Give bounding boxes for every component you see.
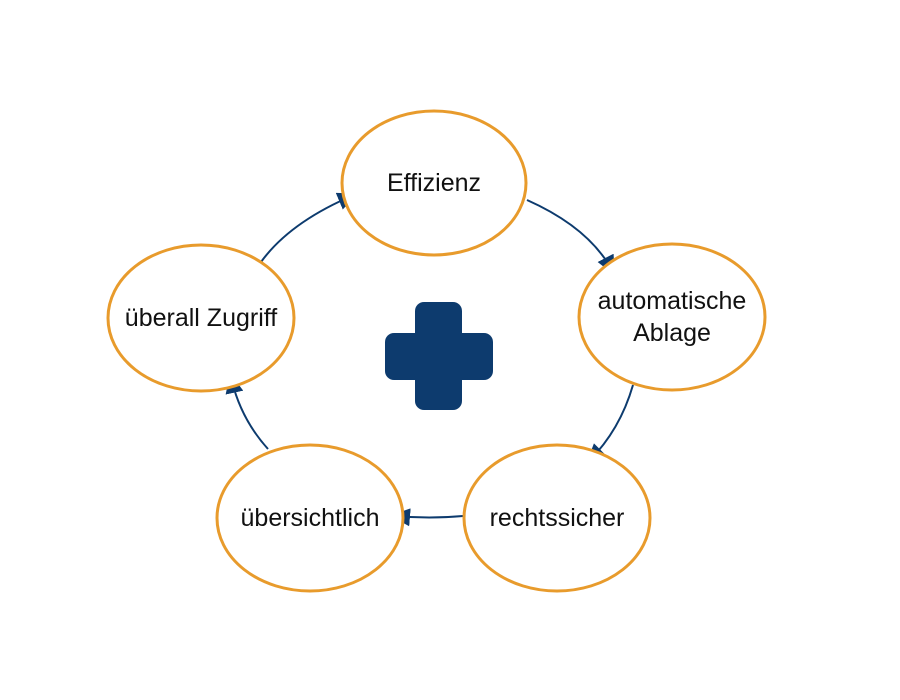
node-uebersichtlich: übersichtlich xyxy=(215,443,405,593)
plus-icon xyxy=(385,302,493,410)
arrow-automatische-ablage-to-rechtssicher xyxy=(586,384,634,464)
node-ellipse xyxy=(106,243,296,393)
node-label: Ablage xyxy=(633,319,711,347)
node-ellipse xyxy=(340,109,528,257)
node-ellipse xyxy=(462,443,652,593)
node-label: automatische xyxy=(598,287,747,315)
node-ellipse xyxy=(215,443,405,593)
node-label: überall Zugriff xyxy=(125,304,277,332)
arrow-uebersichtlich-to-ueberall-zugriff xyxy=(225,373,269,450)
node-label: rechtssicher xyxy=(490,504,625,532)
arrow-ueberall-zugriff-to-effizienz xyxy=(260,192,358,263)
node-label: übersichtlich xyxy=(241,504,380,532)
node-ueberall-zugriff: überall Zugriff xyxy=(106,243,296,393)
node-effizienz: Effizienz xyxy=(340,109,528,257)
node-ellipse xyxy=(577,242,767,392)
node-label: Effizienz xyxy=(387,169,481,197)
node-rechtssicher: rechtssicher xyxy=(462,443,652,593)
arrow-effizienz-to-automatische-ablage xyxy=(526,199,615,276)
